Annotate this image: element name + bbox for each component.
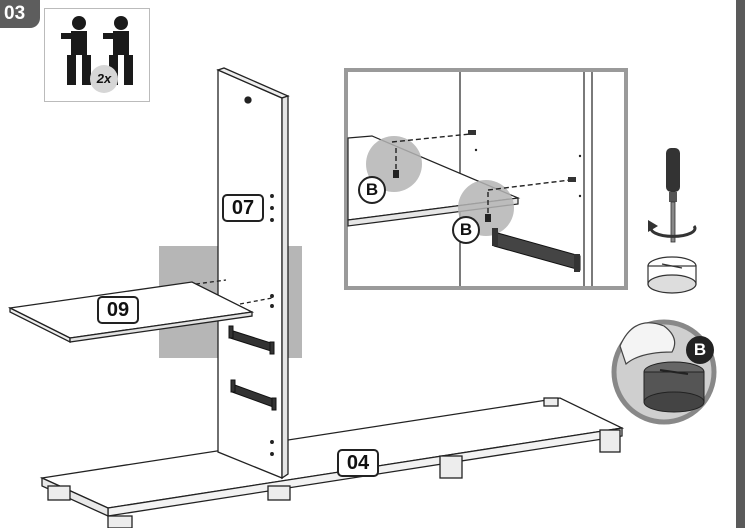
rotate-arrow-icon [648, 220, 697, 238]
bracket-lower [230, 379, 277, 411]
side-panel [216, 67, 290, 480]
part-label-07: 07 [222, 194, 264, 222]
step-number: 03 [0, 0, 40, 28]
cam-callout-b: B [686, 336, 714, 364]
base-panel [39, 397, 625, 528]
detail-callout-b-upper: B [358, 176, 386, 204]
bracket-upper [228, 325, 275, 355]
detail-callout-b-lower: B [452, 216, 480, 244]
part-label-09: 09 [97, 296, 139, 324]
people-count-label: 2x [90, 65, 118, 93]
screwdriver-icon [666, 148, 680, 243]
cam-lock-icon [647, 256, 697, 294]
detail-inset [344, 68, 628, 290]
dowel-guide-lines [195, 279, 273, 305]
page-edge-bar [736, 0, 745, 528]
people-required-box: 2x [44, 8, 150, 102]
part-label-04: 04 [337, 449, 379, 477]
